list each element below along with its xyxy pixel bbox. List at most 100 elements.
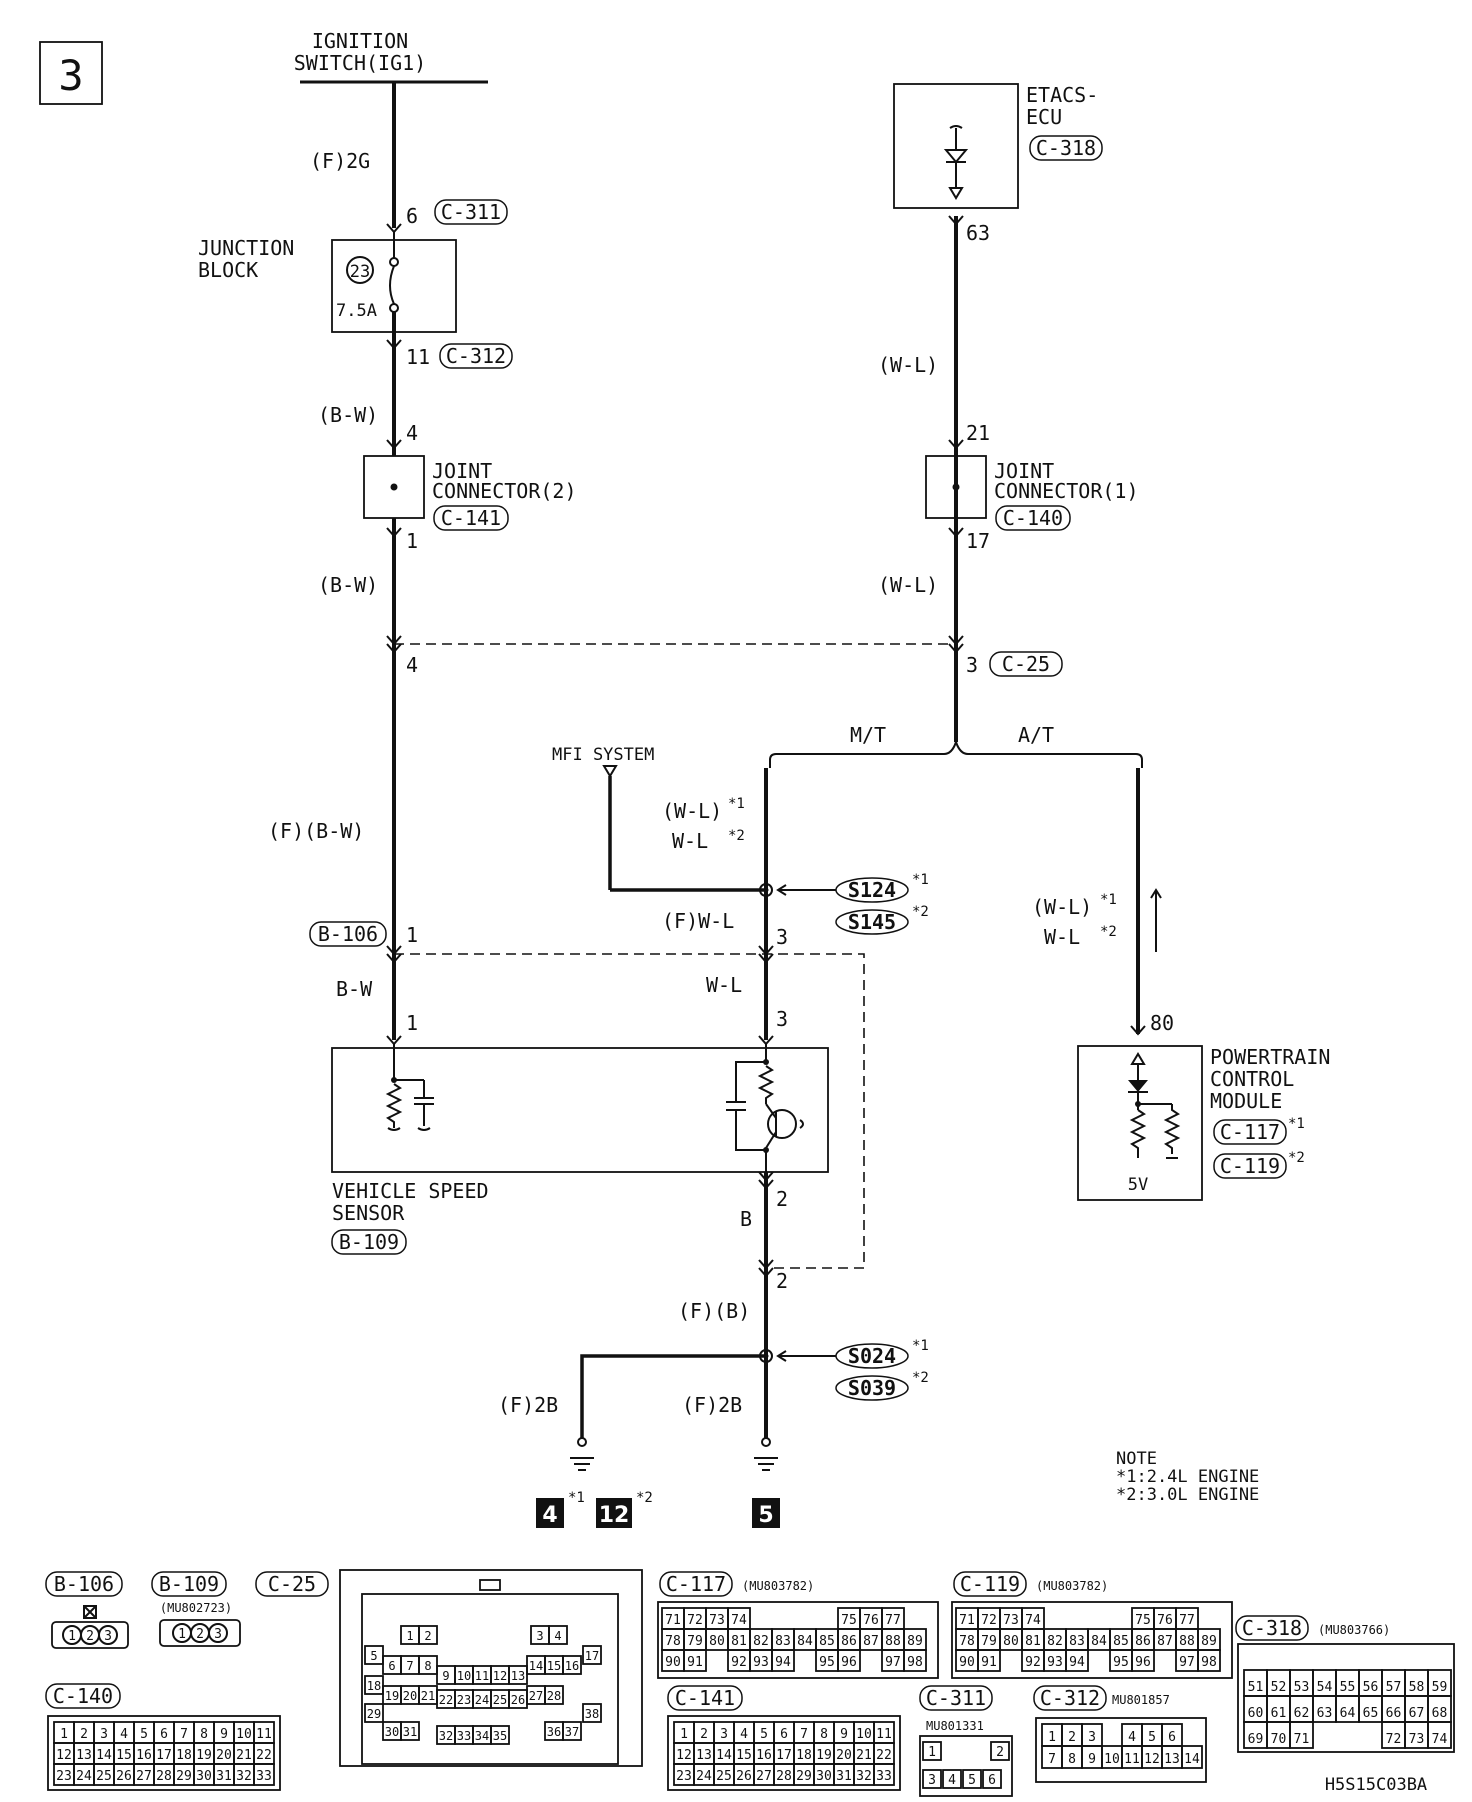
c318-pin: 74 [1432, 1732, 1448, 1747]
pcm-5v: 5V [1128, 1175, 1148, 1195]
c119-pin: 76 [1157, 1613, 1173, 1628]
mark-1a: *1 [728, 796, 745, 812]
vss-capacitor [414, 1080, 434, 1126]
splice-s024-label: S024 [848, 1344, 896, 1368]
c117-pin: 73 [709, 1613, 725, 1628]
conn-tag-c140[interactable] [995, 505, 1071, 531]
wire-wl-label-3: W-L [706, 973, 742, 997]
c140-pin: 33 [256, 1769, 272, 1784]
c141-pin: 24 [696, 1769, 712, 1784]
pcm-resistor-2 [1163, 1104, 1181, 1159]
jc2-pin-top: 4 [406, 421, 418, 445]
c25-pin: 19 [385, 1689, 399, 1703]
c141-pin: 22 [876, 1748, 892, 1763]
vss-resistor [385, 1083, 403, 1128]
conn-tag-c119[interactable] [1213, 1153, 1287, 1179]
ignition-label-1: IGNITION [312, 29, 408, 53]
note-line-2: *2:3.0L ENGINE [1116, 1485, 1259, 1505]
c25-pin-cell [508, 1665, 528, 1685]
conn-tag-c25-face-label: C-25 [268, 1572, 316, 1596]
c119-pin: 75 [1135, 1613, 1151, 1628]
pcm-label-1: POWERTRAIN [1210, 1045, 1330, 1069]
conn-tag-c140-face[interactable] [45, 1683, 121, 1709]
pcm-pin: 80 [1150, 1011, 1174, 1035]
b109-pin: 3 [214, 1627, 222, 1642]
c119-pin: 97 [1179, 1655, 1195, 1670]
c141-pin: 15 [736, 1748, 752, 1763]
c318-pin: 52 [1271, 1680, 1287, 1695]
c141-pin: 14 [716, 1748, 732, 1763]
c117-pin: 97 [885, 1655, 901, 1670]
c318-pin: 55 [1340, 1680, 1356, 1695]
c141-pin: 21 [856, 1748, 872, 1763]
c140-pin: 17 [156, 1748, 172, 1763]
c140-pin: 29 [176, 1769, 192, 1784]
wire-bw-label-3: B-W [336, 977, 373, 1001]
wire-2g-label: (F)2G [310, 149, 370, 173]
conn-tag-c25-face[interactable] [255, 1571, 329, 1597]
splice-tag-s124[interactable] [835, 877, 909, 903]
c117-housing [657, 1601, 939, 1679]
c25-pin: 31 [403, 1725, 417, 1739]
c312-pin: 11 [1124, 1752, 1140, 1767]
c25-pin: 15 [547, 1659, 561, 1673]
c312-pin: 5 [1148, 1730, 1156, 1745]
conn-tag-b106[interactable] [309, 921, 387, 947]
mt-pin-3b: 3 [776, 1007, 788, 1031]
c117-pin: 75 [841, 1613, 857, 1628]
c25-pin: 22 [439, 1693, 453, 1707]
c311-pin: 1 [928, 1745, 936, 1760]
mfi-wire-2: W-L [672, 829, 708, 853]
c119-pin: 72 [981, 1613, 997, 1628]
conn-tag-c25[interactable] [989, 651, 1063, 677]
etacs-ecu-box [893, 83, 1019, 209]
conn-tag-c318-face[interactable] [1235, 1615, 1309, 1641]
c25-pin-cell [364, 1645, 384, 1665]
conn-tag-c119-face[interactable] [953, 1571, 1027, 1597]
c141-pin: 33 [876, 1769, 892, 1784]
c140-pin: 7 [180, 1727, 188, 1742]
c117-pin-cell [683, 1649, 707, 1672]
conn-tag-c312[interactable] [439, 343, 513, 369]
c25-pin: 30 [385, 1725, 399, 1739]
c25-pin: 8 [424, 1659, 431, 1673]
conn-tag-b109-face[interactable] [151, 1571, 227, 1597]
c117-pin: 95 [819, 1655, 835, 1670]
conn-tag-c117-face[interactable] [659, 1571, 733, 1597]
conn-tag-b109[interactable] [331, 1229, 407, 1255]
c312-pin: 10 [1104, 1752, 1120, 1767]
vehicle-speed-sensor-box [331, 1047, 829, 1173]
c119-pin: 85 [1113, 1634, 1129, 1649]
splice-tag-s024[interactable] [835, 1343, 909, 1369]
c318-pin: 51 [1248, 1680, 1264, 1695]
mark-2e: *2 [912, 1370, 929, 1386]
wire-fb-label: (F)(B) [678, 1299, 750, 1323]
conn-tag-c311-face[interactable] [919, 1685, 993, 1711]
c318-pin: 71 [1294, 1732, 1310, 1747]
splice-tag-s145[interactable] [835, 909, 909, 935]
c318-pin: 63 [1317, 1706, 1333, 1721]
c119-pin: 82 [1047, 1634, 1063, 1649]
c141-pin: 13 [696, 1748, 712, 1763]
fuse-number-circle [346, 256, 374, 284]
c25-pin: 33 [457, 1729, 471, 1743]
c140-pin: 18 [176, 1748, 192, 1763]
conn-tag-c312-face[interactable] [1033, 1685, 1107, 1711]
mark-2f: *2 [636, 1490, 653, 1506]
c318-part-number: (MU803766) [1318, 1623, 1390, 1637]
c140-pin: 8 [200, 1727, 208, 1742]
conn-tag-c117[interactable] [1213, 1119, 1287, 1145]
conn-tag-c141[interactable] [433, 505, 509, 531]
c119-pin: 91 [981, 1655, 997, 1670]
c311-pin: 2 [996, 1745, 1004, 1760]
c25-pin: 12 [493, 1669, 507, 1683]
wire-wl-label-2: (W-L) [878, 573, 938, 597]
ground-point-4 [536, 1498, 564, 1528]
c25-pin: 11 [475, 1669, 489, 1683]
conn-tag-c318[interactable] [1029, 135, 1103, 161]
conn-tag-b106-face[interactable] [45, 1571, 123, 1597]
ground-icon-right [754, 1457, 778, 1471]
conn-tag-c141-face[interactable] [667, 1685, 743, 1711]
conn-tag-c311[interactable] [434, 199, 508, 225]
splice-tag-s039[interactable] [835, 1375, 909, 1401]
